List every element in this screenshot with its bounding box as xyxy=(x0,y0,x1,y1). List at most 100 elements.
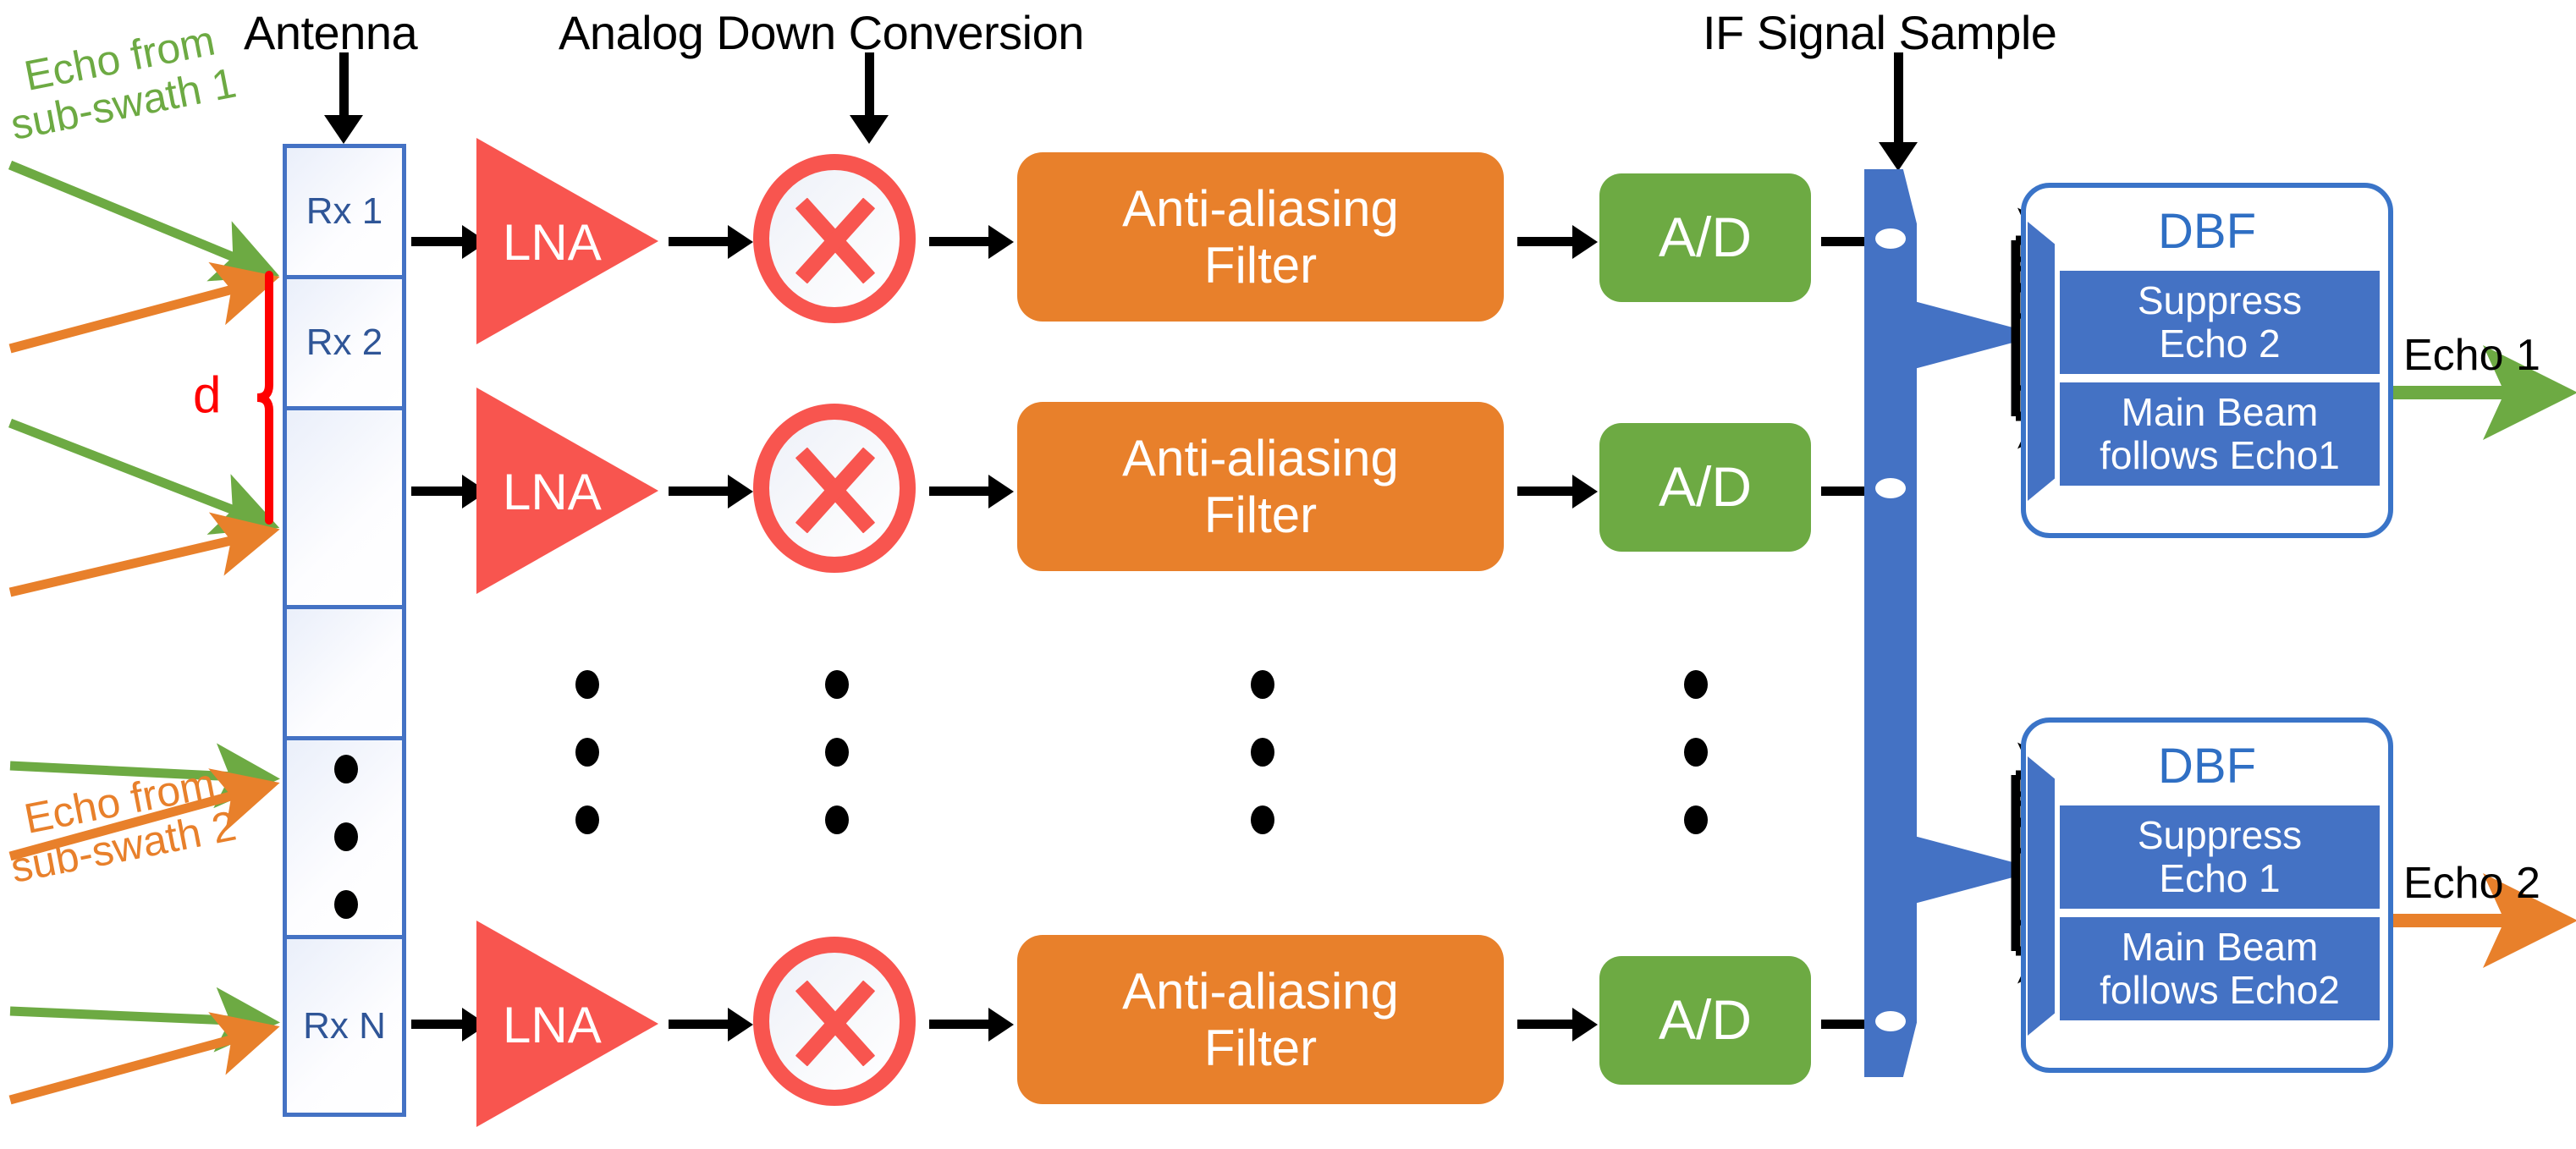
row1-arrow-lna-mixer-line xyxy=(669,237,728,246)
dbf-top-output-label: Echo 1 xyxy=(2403,331,2540,380)
lna-ellipsis-dot-3 xyxy=(575,805,599,834)
dbf-top-title: DBF xyxy=(2158,204,2256,259)
rown-arrow-lna-mixer-line xyxy=(669,1020,728,1029)
bus-tap-bottom xyxy=(1914,836,2016,904)
row2-mixer[interactable] xyxy=(753,404,916,573)
row2-ad-label: A/D xyxy=(1658,455,1753,519)
if-sample-bus-bar[interactable] xyxy=(1864,169,1917,1077)
ad-ellipsis-dot-3 xyxy=(1684,805,1708,834)
echo2-rays xyxy=(8,261,280,1105)
row2-lna-label: LNA xyxy=(503,464,602,520)
dbf-top-suppress-line1: Suppress xyxy=(2137,278,2303,323)
dbf-output-arrows xyxy=(2376,345,2576,968)
rown-lna-label: LNA xyxy=(503,997,602,1053)
section-label-analog-down-conversion: Analog Down Conversion xyxy=(559,6,1084,59)
row1-arrow-mixer-filter-head xyxy=(988,225,1014,259)
dbf-bottom-suppress-bar[interactable]: Suppress Echo 1 xyxy=(2060,805,2380,909)
mixer-ellipsis-dot-1 xyxy=(825,670,849,699)
bus-hole-rown xyxy=(1875,1011,1906,1031)
antenna-pointer-line xyxy=(339,52,349,118)
antenna-ellipsis-dot-3 xyxy=(334,890,358,919)
rown-mixer[interactable] xyxy=(753,937,916,1106)
row2-lna-triangle[interactable] xyxy=(476,388,658,594)
antenna-cell-rx2[interactable]: Rx 2 xyxy=(283,275,406,410)
rown-arrow-filter-ad-head xyxy=(1572,1008,1598,1042)
row2-ad-converter[interactable]: A/D xyxy=(1599,423,1811,552)
if-pointer-arrowhead xyxy=(1879,142,1918,171)
dbf-top-mainbeam-line2: follows Echo1 xyxy=(2100,433,2340,477)
dbf-bottom-mainbeam-line1: Main Beam xyxy=(2121,925,2319,970)
dbf-top-mainbeam-bar[interactable]: Main Beam follows Echo1 xyxy=(2060,382,2380,486)
bus-hole-row1 xyxy=(1875,228,1906,249)
bus-tap-top xyxy=(1914,301,2016,369)
rown-arrow-filter-ad-line xyxy=(1517,1020,1572,1029)
row2-arrow-lna-mixer-line xyxy=(669,487,728,496)
antenna-cell-rx1-label: Rx 1 xyxy=(305,190,383,232)
filter-ellipsis-dot-2 xyxy=(1251,738,1274,767)
antenna-cell-rxn[interactable] xyxy=(283,605,406,740)
ad-ellipsis-dot-2 xyxy=(1684,738,1708,767)
row1-arrow-filter-ad-line xyxy=(1517,237,1572,246)
bus-hole-row2 xyxy=(1875,478,1906,498)
row2-arrow-ad-bus-line xyxy=(1821,487,1872,496)
element-spacing-label: d xyxy=(193,366,222,423)
row1-arrow-filter-ad-head xyxy=(1572,225,1598,259)
rown-arrow-ad-bus-line xyxy=(1821,1020,1872,1029)
row2-arrow-filter-ad-head xyxy=(1572,475,1598,509)
rown-arrow-mixer-filter-line xyxy=(929,1020,988,1029)
antenna-cell-rxn-bottom[interactable]: Rx N xyxy=(283,935,406,1117)
lna-ellipsis-dot-2 xyxy=(575,738,599,767)
lna-ellipsis-dot-1 xyxy=(575,670,599,699)
dbf-bottom-suppress-line1: Suppress xyxy=(2137,813,2303,858)
row2-arrow-ant-lna-line xyxy=(411,487,462,496)
dbf-bottom-title: DBF xyxy=(2158,739,2256,794)
row1-arrow-ad-bus-line xyxy=(1821,237,1872,246)
rown-arrow-mixer-filter-head xyxy=(988,1008,1014,1042)
mixer-ellipsis-dot-2 xyxy=(825,738,849,767)
row1-lna-triangle[interactable] xyxy=(476,138,658,344)
rown-filter-label-line1: Anti-aliasing xyxy=(1122,962,1399,1020)
row1-arrow-lna-mixer-head xyxy=(728,225,753,259)
echo1-rays xyxy=(8,160,280,1053)
adc-pointer-line xyxy=(865,52,874,118)
rown-lna-triangle[interactable] xyxy=(476,921,658,1127)
antenna-cell-ellipsis xyxy=(283,406,406,609)
row2-arrow-mixer-filter-line xyxy=(929,487,988,496)
dbf-bottom-mainbeam-bar[interactable]: Main Beam follows Echo2 xyxy=(2060,917,2380,1020)
row2-filter-label-line1: Anti-aliasing xyxy=(1122,429,1399,487)
row1-filter-label-line2: Filter xyxy=(1203,237,1318,294)
dbf-bottom-left-edge xyxy=(2028,756,2055,1036)
dbf-top-mainbeam-line1: Main Beam xyxy=(2121,390,2319,435)
if-pointer-line xyxy=(1894,52,1903,146)
dbf-top-left-edge xyxy=(2028,222,2055,501)
dbf-bottom-mainbeam-line2: follows Echo2 xyxy=(2100,968,2340,1012)
adc-pointer-arrowhead xyxy=(850,115,889,144)
row1-mixer[interactable] xyxy=(753,154,916,323)
rown-arrow-lna-mixer-head xyxy=(728,1008,753,1042)
row2-arrow-filter-ad-line xyxy=(1517,487,1572,496)
row1-lna-label: LNA xyxy=(503,214,602,271)
dbf-top-suppress-line2: Echo 2 xyxy=(2159,322,2281,366)
row1-antialiasing-filter[interactable]: Anti-aliasing Filter xyxy=(1017,152,1504,322)
row2-arrow-mixer-filter-head xyxy=(988,475,1014,509)
antenna-ellipsis-dot-2 xyxy=(334,822,358,851)
antenna-pointer-arrowhead xyxy=(324,115,363,144)
section-label-antenna: Antenna xyxy=(244,6,418,59)
row1-filter-label-line1: Anti-aliasing xyxy=(1122,179,1399,237)
filter-ellipsis-dot-1 xyxy=(1251,670,1274,699)
antenna-cell-rxn-label: Rx N xyxy=(303,1004,386,1047)
rown-filter-label-line2: Filter xyxy=(1203,1020,1318,1076)
mixer-ellipsis-dot-3 xyxy=(825,805,849,834)
row2-antialiasing-filter[interactable]: Anti-aliasing Filter xyxy=(1017,402,1504,571)
row1-arrow-ant-lna-line xyxy=(411,237,462,246)
row2-filter-label-line2: Filter xyxy=(1203,487,1318,543)
section-label-if-signal-sample: IF Signal Sample xyxy=(1703,6,2057,59)
rown-ad-converter[interactable]: A/D xyxy=(1599,956,1811,1085)
antenna-cell-rx2-label: Rx 2 xyxy=(305,322,383,363)
antenna-cell-rx1[interactable]: Rx 1 xyxy=(283,144,406,279)
filter-ellipsis-dot-3 xyxy=(1251,805,1274,834)
dbf-top-suppress-bar[interactable]: Suppress Echo 2 xyxy=(2060,271,2380,374)
rown-antialiasing-filter[interactable]: Anti-aliasing Filter xyxy=(1017,935,1504,1104)
row1-ad-converter[interactable]: A/D xyxy=(1599,173,1811,302)
